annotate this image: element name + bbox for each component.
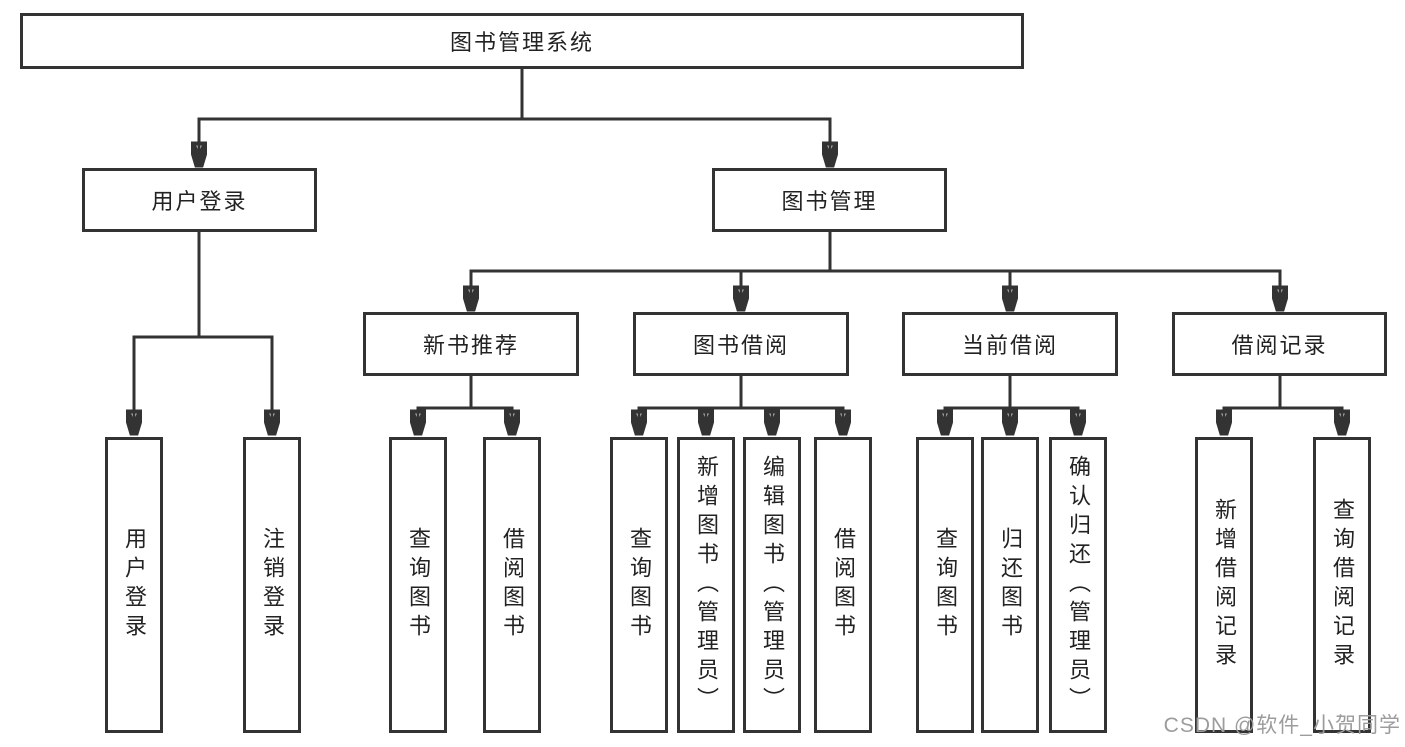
node-label: 图书管理系统 [449, 30, 594, 55]
node-user-login: 用户登录 [82, 168, 317, 232]
leaf-current-query-books: 查询图书 [916, 437, 974, 733]
node-label: 图书管理 [781, 189, 878, 214]
node-label: 借阅记录 [1231, 333, 1328, 358]
node-label: 当前借阅 [961, 333, 1058, 358]
node-borrowing-records: 借阅记录 [1172, 312, 1387, 376]
node-label: 查询借阅记录 [1330, 498, 1355, 672]
node-label: 查询图书 [627, 527, 652, 643]
leaf-logout-login: 注销登录 [243, 437, 301, 733]
node-label: 新书推荐 [422, 333, 519, 358]
leaf-borrowing-borrow-books: 借阅图书 [814, 437, 872, 733]
node-label: 查询图书 [406, 527, 431, 643]
node-label: 用户登录 [122, 527, 147, 643]
leaf-borrowing-query-books: 查询图书 [610, 437, 668, 733]
leaf-newbooks-query-books: 查询图书 [389, 437, 447, 733]
node-label: 用户登录 [151, 189, 248, 214]
leaf-records-add-borrow-record: 新增借阅记录 [1195, 437, 1253, 733]
node-label: 编辑图书（管理员） [760, 454, 785, 716]
leaf-records-query-borrow-record: 查询借阅记录 [1313, 437, 1371, 733]
node-label: 确认归还（管理员） [1066, 454, 1091, 716]
node-label: 借阅图书 [831, 527, 856, 643]
node-root: 图书管理系统 [20, 13, 1024, 69]
watermark: CSDN @软件_小贺同学 [1163, 714, 1401, 737]
leaf-newbooks-borrow-books: 借阅图书 [483, 437, 541, 733]
node-label: 归还图书 [998, 527, 1023, 643]
node-book-borrowing: 图书借阅 [633, 312, 849, 376]
node-book-management: 图书管理 [712, 168, 947, 232]
node-label: 借阅图书 [500, 527, 525, 643]
node-label: 新增借阅记录 [1212, 498, 1237, 672]
leaf-current-return-books: 归还图书 [981, 437, 1039, 733]
leaf-borrowing-edit-books-admin: 编辑图书（管理员） [743, 437, 801, 733]
leaf-user-login: 用户登录 [105, 437, 163, 733]
node-label: 图书借阅 [692, 333, 789, 358]
node-new-book-recommendation: 新书推荐 [363, 312, 579, 376]
node-label: 注销登录 [260, 527, 285, 643]
leaf-current-confirm-return-admin: 确认归还（管理员） [1049, 437, 1107, 733]
node-current-borrowing: 当前借阅 [902, 312, 1118, 376]
node-label: 查询图书 [933, 527, 958, 643]
leaf-borrowing-add-books-admin: 新增图书（管理员） [677, 437, 735, 733]
node-label: 新增图书（管理员） [694, 454, 719, 716]
